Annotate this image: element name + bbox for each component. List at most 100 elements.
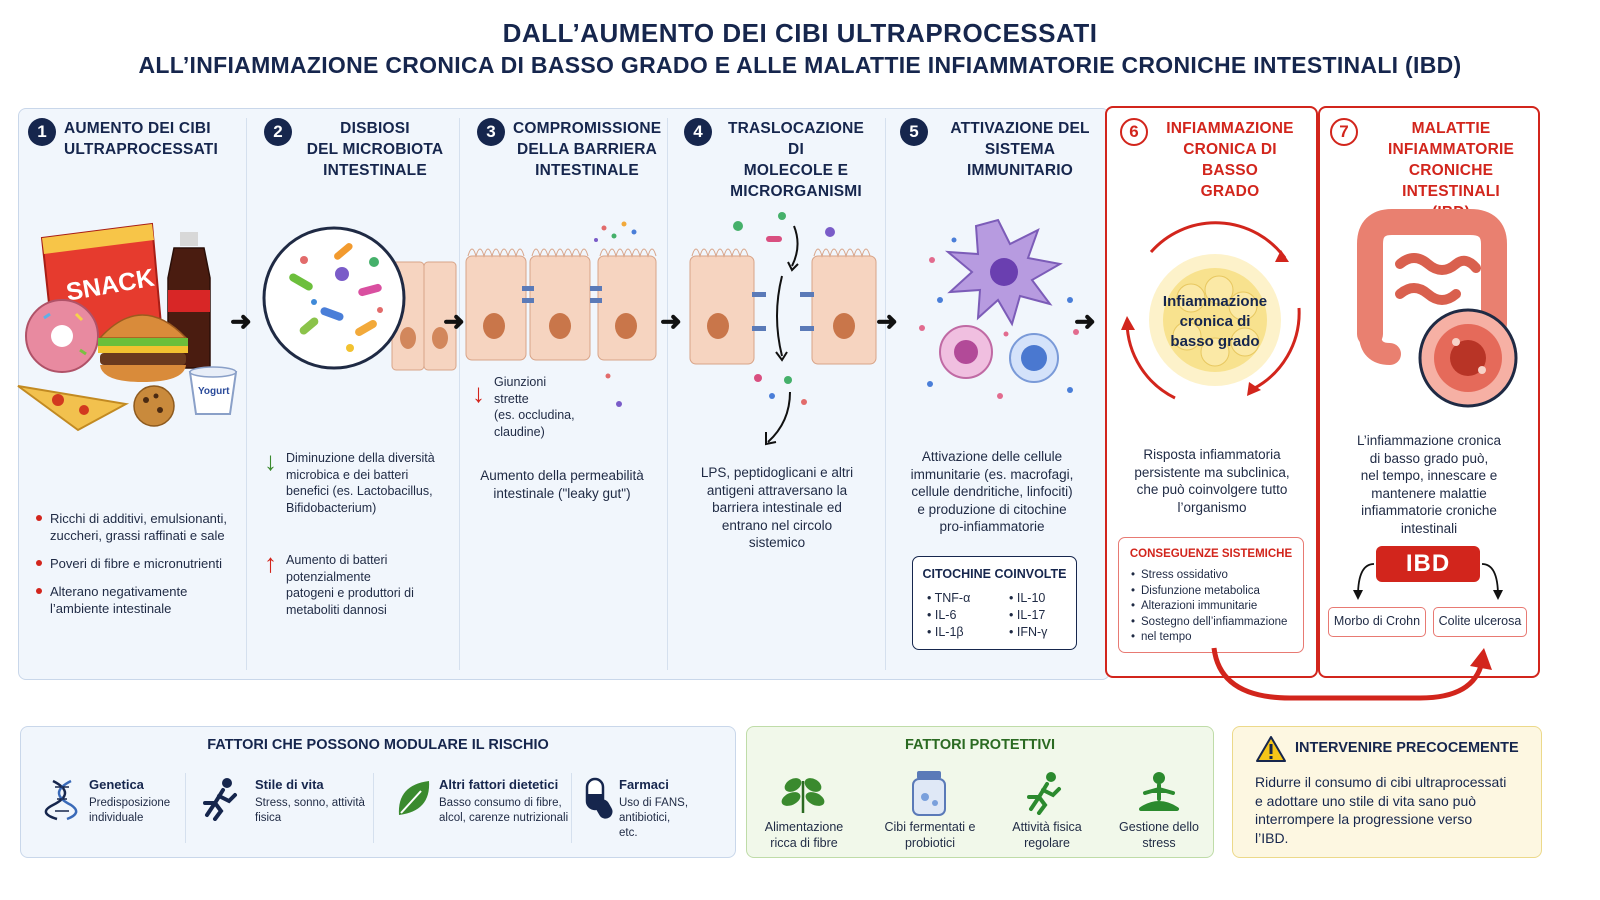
cytokine-label: IL-1β xyxy=(934,625,964,639)
step7-title-line: MALATTIE xyxy=(1411,120,1491,137)
meditation-icon xyxy=(1139,772,1179,811)
factor-name: Farmaci xyxy=(619,777,669,792)
step3-header: 3 COMPROMISSIONE DELLA BARRIERA INTESTIN… xyxy=(477,118,661,181)
cytokine-item: • IL-10 xyxy=(1009,591,1046,605)
factor-divider xyxy=(571,773,572,843)
note-line: benefici (es. Lactobacillus, xyxy=(286,484,433,498)
desc-line: LPS, peptidoglicani e altri xyxy=(700,465,854,480)
label-line: Gestione dello xyxy=(1119,820,1199,834)
note-line: claudine) xyxy=(494,424,545,439)
consequences-title: CONSEGUENZE SISTEMICHE xyxy=(1129,548,1293,560)
factor-divider xyxy=(373,773,374,843)
list-item: Alterazioni immunitarie xyxy=(1131,599,1287,615)
step2-increase-text: Aumento di batteri potenzialmente patoge… xyxy=(286,552,459,618)
dendritic-cell-icon xyxy=(944,218,1063,327)
arrow-down-icon: ↓ xyxy=(264,446,277,476)
step7-number: 7 xyxy=(1330,118,1358,146)
step3-title-line: INTESTINALE xyxy=(535,162,639,179)
intestinal-cells-icon xyxy=(465,248,657,361)
desc-line: barriera intestinale ed xyxy=(712,500,842,515)
step4-title-line: TRASLOCAZIONE DI xyxy=(727,120,865,158)
junction-note: ↓ Giunzioni strette (es. occludina, clau… xyxy=(472,374,582,440)
colon-illustration xyxy=(1357,209,1518,408)
risk-factors-panel: FATTORI CHE POSSONO MODULARE IL RISCHIO … xyxy=(20,726,736,858)
cookie-icon xyxy=(133,385,175,427)
risk-factors-title: FATTORI CHE POSSONO MODULARE IL RISCHIO xyxy=(207,737,549,753)
step6-number: 6 xyxy=(1120,118,1148,146)
desc-line: Aumento della permeabilità xyxy=(480,468,644,483)
desc-line: l’organismo xyxy=(1177,499,1247,515)
label-line: Cibi fermentati e xyxy=(884,820,976,834)
cytokine-item: • IL-1β xyxy=(927,625,964,639)
desc-line: Uso di FANS, antibiotici, xyxy=(619,797,689,824)
step7-description: L’infiammazione cronica di basso grado p… xyxy=(1326,432,1532,537)
desc-line: entrano nel circolo xyxy=(721,517,833,533)
step1-number: 1 xyxy=(28,118,56,146)
inflammation-center-label: Infiammazione cronica di basso grado xyxy=(1150,292,1280,352)
consequences-box: CONSEGUENZE SISTEMICHE Stress ossidativo… xyxy=(1118,537,1304,653)
desc-line: etc. xyxy=(619,827,638,839)
step3-title-line: COMPROMISSIONE xyxy=(513,120,662,137)
intervene-panel: INTERVENIRE PRECOCEMENTE Ridurre il cons… xyxy=(1232,726,1542,858)
list-item-continuation: nel tempo xyxy=(1131,630,1287,646)
progression-arrow-icon xyxy=(1211,647,1492,701)
intervene-text: Ridurre il consumo di cibi ultraprocessa… xyxy=(1255,773,1535,847)
step1-header: 1 AUMENTO DEI CIBI ULTRAPROCESSATI xyxy=(28,118,218,160)
desc-line: cellule dendritiche, linfociti) xyxy=(911,484,1073,499)
label-line: probiotici xyxy=(904,836,956,850)
step6-title: INFIAMMAZIONE CRONICA DI BASSO GRADO xyxy=(1156,118,1304,202)
desc-line: alcol, carenze nutrizionali xyxy=(439,812,569,824)
label-line: stress xyxy=(1142,836,1176,850)
cytokine-item: • IFN-γ xyxy=(1009,625,1048,639)
desc-line: Attivazione delle cellule xyxy=(921,449,1063,464)
inflamed-colon-zoom-icon xyxy=(1418,308,1518,408)
magnifier-circle-icon xyxy=(262,226,406,370)
cytokine-item: • IL-17 xyxy=(1009,608,1046,622)
microbiota-illustration xyxy=(262,226,457,371)
step6-title-line: CRONICA DI BASSO xyxy=(1183,141,1277,179)
desc-line: Stress, sonno, attività xyxy=(255,797,365,809)
step3-description: Aumento della permeabilità intestinale (… xyxy=(462,467,662,502)
desc-line: infiammatorie croniche xyxy=(1361,503,1497,518)
desc-line: immunitarie (es. macrofagi, xyxy=(910,466,1074,482)
cytokine-label: IFN-γ xyxy=(1016,625,1048,639)
step5-header: 5 ATTIVAZIONE DEL SISTEMA IMMUNITARIO xyxy=(900,118,1104,181)
step2-title-line: DISBIOSI xyxy=(340,120,410,137)
factor-lifestyle: Stile di vita Stress, sonno, attività fi… xyxy=(255,777,371,826)
running-person-icon xyxy=(1027,772,1061,815)
desc-line: nel tempo, innescare e xyxy=(1360,468,1498,483)
factor-desc: Predisposizione individuale xyxy=(89,796,183,826)
label-line: cronica di xyxy=(1179,313,1251,330)
ultraprocessed-food-illustration: SNACK Yogurt xyxy=(17,222,238,432)
main-title-line2: ALL’INFIAMMAZIONE CRONICA DI BASSO GRADO… xyxy=(138,52,1462,78)
yogurt-label: Yogurt xyxy=(198,386,230,397)
lymphocyte-icon xyxy=(1009,333,1059,383)
desc-line: Predisposizione xyxy=(89,797,171,809)
step3-title: COMPROMISSIONE DELLA BARRIERA INTESTINAL… xyxy=(513,118,661,181)
protective-factors-title: FATTORI PROTETTIVI xyxy=(904,737,1056,753)
yogurt-cup-icon: Yogurt xyxy=(188,366,238,415)
intervene-title: INTERVENIRE PRECOCEMENTE xyxy=(1295,740,1519,756)
cytokine-label: IL-10 xyxy=(1016,591,1046,605)
desc-line: Risposta infiammatoria xyxy=(1143,447,1281,462)
text-line: Ridurre il consumo di cibi ultraprocessa… xyxy=(1255,774,1507,790)
inflamed-cluster-icon xyxy=(1149,254,1281,386)
ibd-badge: IBD xyxy=(1376,546,1480,582)
flow-arrow-icon: ➜ xyxy=(876,306,898,336)
cytokine-item: • IL-6 xyxy=(927,608,957,622)
step1-bullets: Ricchi di additivi, emulsionanti, zucche… xyxy=(34,510,242,628)
step6-title-line: INFIAMMAZIONE xyxy=(1166,120,1294,137)
immune-cells-illustration xyxy=(919,218,1079,399)
desc-line: persistente ma subclinica, xyxy=(1134,464,1290,480)
junction-note-text: Giunzioni strette (es. occludina, claudi… xyxy=(494,374,575,440)
factor-divider xyxy=(185,773,186,843)
desc-line: mantenere malattie xyxy=(1371,485,1487,501)
step4-title: TRASLOCAZIONE DI MOLECOLE E MICRORGANISM… xyxy=(720,118,872,202)
desc-line: antigeni attraversano la xyxy=(706,482,848,498)
step4-number: 4 xyxy=(684,118,712,146)
cytokine-label: TNF-α xyxy=(934,591,971,605)
list-item: Stress ossidativo xyxy=(1131,568,1287,584)
cytokines-title: CITOCHINE COINVOLTE xyxy=(922,567,1067,581)
step1-title-line: ULTRAPROCESSATI xyxy=(64,141,218,158)
factor-diet: Altri fattori dietetici Basso consumo di… xyxy=(439,777,571,826)
